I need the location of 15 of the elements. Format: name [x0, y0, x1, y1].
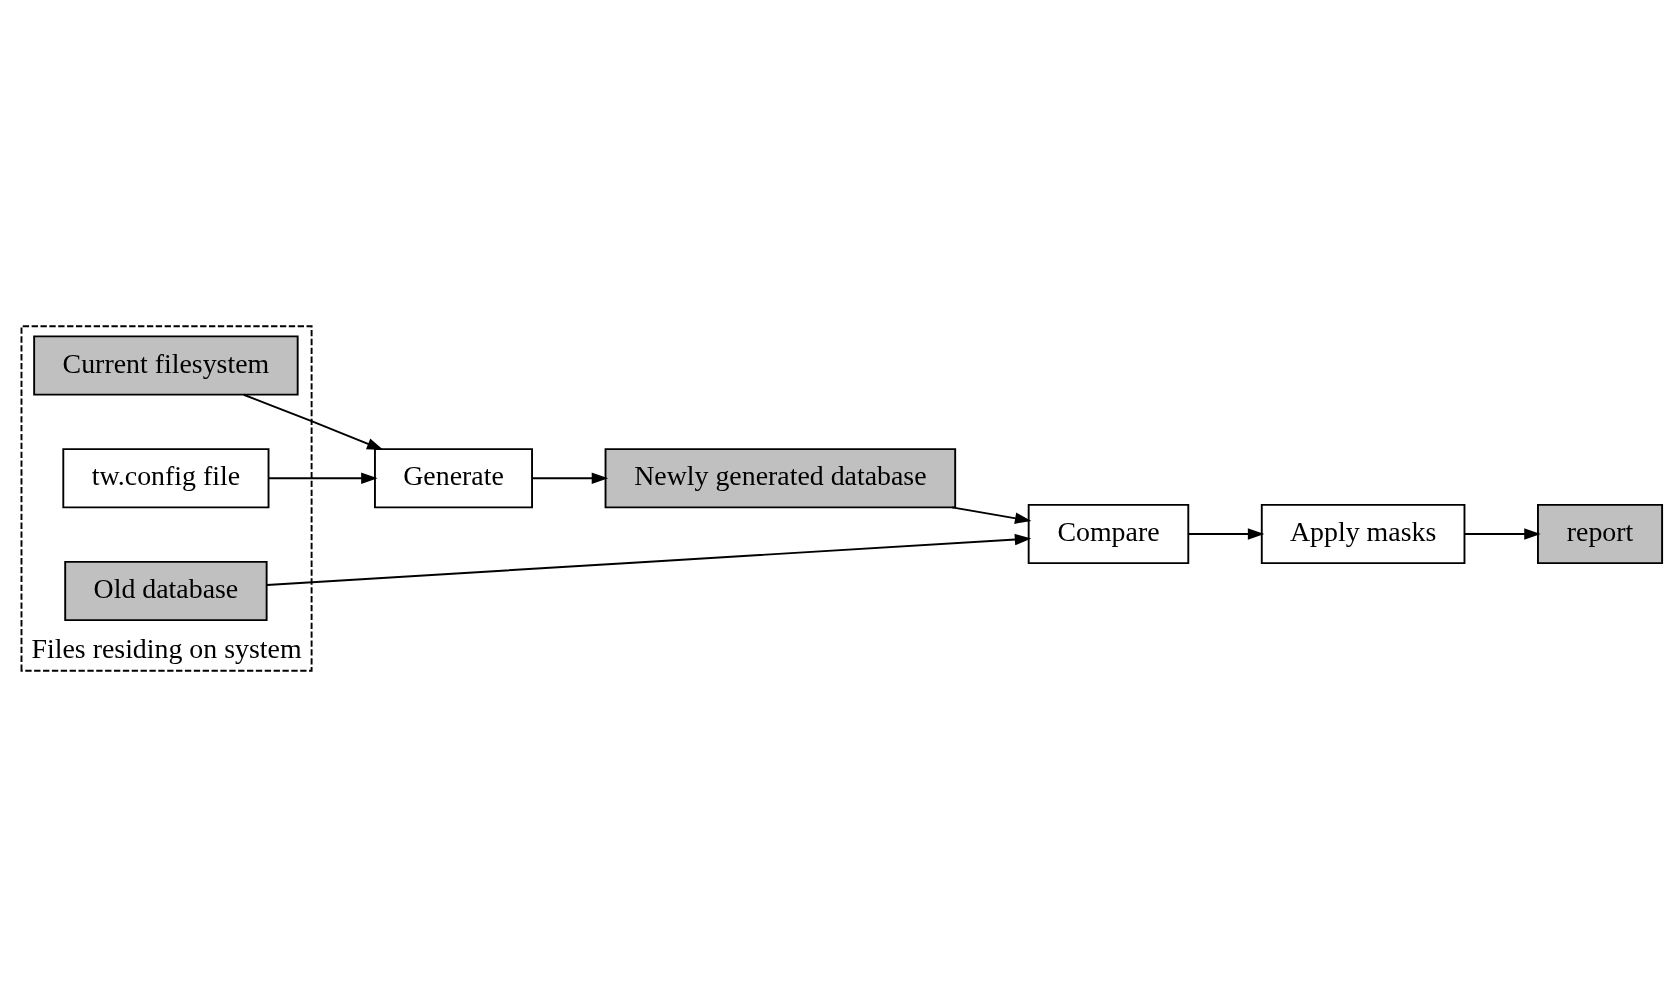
- arrow: [1463, 528, 1541, 540]
- node-box: Current filesystem: [33, 335, 299, 396]
- node-box: Apply masks: [1260, 503, 1466, 565]
- node-box: Newly generated database: [604, 448, 957, 509]
- node-box: tw.config file: [62, 448, 270, 509]
- arrow: [265, 533, 1032, 586]
- arrow: [531, 472, 609, 484]
- arrow: [951, 506, 1032, 524]
- node-box: Generate: [374, 448, 533, 509]
- arrow: [267, 472, 378, 484]
- node-box: report: [1537, 503, 1664, 565]
- node-box: Compare: [1027, 503, 1190, 565]
- arrow: [242, 393, 384, 451]
- arrow: [1187, 528, 1265, 540]
- node-box: Old database: [64, 560, 268, 622]
